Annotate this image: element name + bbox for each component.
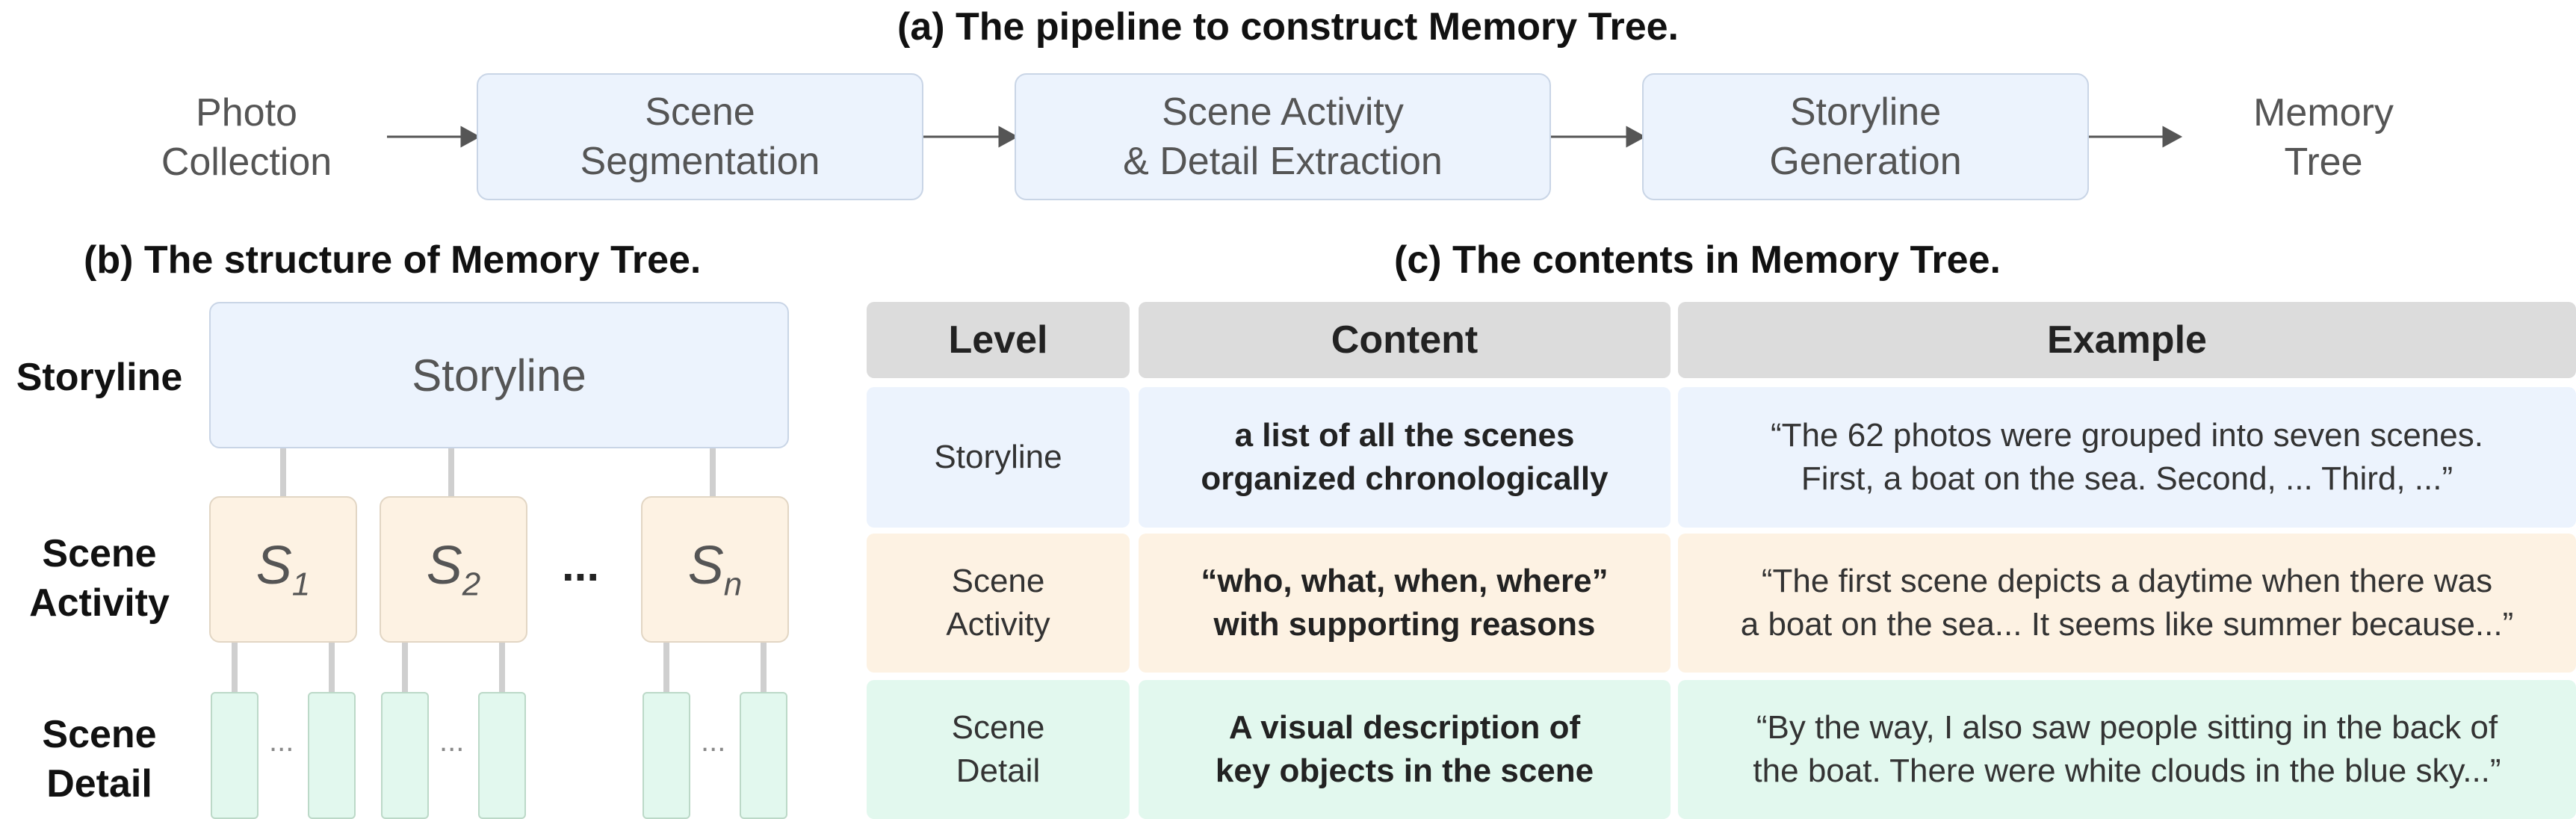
arrow-2 bbox=[923, 126, 1019, 148]
storyline-box-label: Storyline bbox=[412, 350, 586, 401]
scene-symbol: S1 bbox=[256, 536, 311, 603]
row-label-scene-detail: Scene Detail bbox=[42, 713, 157, 806]
pipeline-step-extraction: Scene Activity & Detail Extraction bbox=[1015, 73, 1551, 200]
table-header-example: Example bbox=[1678, 302, 2576, 378]
table-header-content: Content bbox=[1139, 302, 1671, 378]
scene-ellipsis: ... bbox=[562, 540, 600, 590]
connector-line bbox=[329, 643, 335, 692]
detail-node bbox=[381, 692, 429, 819]
detail-node bbox=[643, 692, 690, 819]
connector-line bbox=[663, 643, 669, 692]
table-header-level: Level bbox=[867, 302, 1130, 378]
pipeline-step-label: Scene Segmentation bbox=[580, 90, 820, 183]
detail-node bbox=[308, 692, 356, 819]
table-cell-example: “The 62 photos were grouped into seven s… bbox=[1678, 387, 2576, 528]
table-cell-example: “The first scene depicts a daytime when … bbox=[1678, 534, 2576, 673]
scene-node-2: S2 bbox=[380, 496, 527, 643]
table-cell-content: a list of all the scenes organized chron… bbox=[1139, 387, 1671, 528]
pipeline-end: Memory Tree bbox=[2253, 91, 2394, 184]
table-cell-level: Scene Activity bbox=[867, 534, 1130, 673]
table-cell-level: Storyline bbox=[867, 387, 1130, 528]
arrow-4 bbox=[2089, 126, 2183, 148]
row-label-scene-activity: Scene Activity bbox=[29, 532, 170, 625]
row-label-storyline: Storyline bbox=[16, 356, 183, 399]
table-cell-content: “who, what, when, where” with supporting… bbox=[1139, 534, 1671, 673]
detail-node bbox=[478, 692, 526, 819]
connector-line bbox=[448, 448, 454, 498]
title-b: (b) The structure of Memory Tree. bbox=[84, 238, 702, 282]
table-cell-level: Scene Detail bbox=[867, 680, 1130, 819]
pipeline-step-label: Storyline Generation bbox=[1769, 90, 1962, 183]
scene-node-1: S1 bbox=[209, 496, 357, 643]
connector-line bbox=[280, 448, 286, 498]
pipeline-step-label: Scene Activity & Detail Extraction bbox=[1123, 90, 1443, 183]
pipeline-step-segmentation: Scene Segmentation bbox=[477, 73, 923, 200]
detail-node bbox=[740, 692, 787, 819]
scene-symbol: Sn bbox=[687, 536, 743, 603]
pipeline-step-storyline: Storyline Generation bbox=[1642, 73, 2089, 200]
detail-ellipsis: ... bbox=[439, 725, 465, 758]
table-cell-example: “By the way, I also saw people sitting i… bbox=[1678, 680, 2576, 819]
connector-line bbox=[761, 643, 767, 692]
pipeline-arrows bbox=[387, 126, 2183, 148]
arrow-3 bbox=[1551, 126, 1647, 148]
table-cell-content: A visual description of key objects in t… bbox=[1139, 680, 1671, 819]
connector-line bbox=[710, 448, 716, 498]
detail-ellipsis: ... bbox=[269, 725, 294, 758]
detail-ellipsis: ... bbox=[701, 725, 726, 758]
connector-line bbox=[499, 643, 505, 692]
title-a: (a) The pipeline to construct Memory Tre… bbox=[897, 5, 1679, 49]
detail-node bbox=[211, 692, 258, 819]
arrow-1 bbox=[387, 126, 481, 148]
pipeline-start: Photo Collection bbox=[161, 91, 332, 184]
scene-symbol: S2 bbox=[426, 536, 481, 603]
title-c: (c) The contents in Memory Tree. bbox=[1394, 238, 2001, 282]
connector-line bbox=[402, 643, 408, 692]
connector-line bbox=[232, 643, 238, 692]
storyline-box: Storyline bbox=[209, 302, 789, 448]
scene-node-n: Sn bbox=[641, 496, 789, 643]
